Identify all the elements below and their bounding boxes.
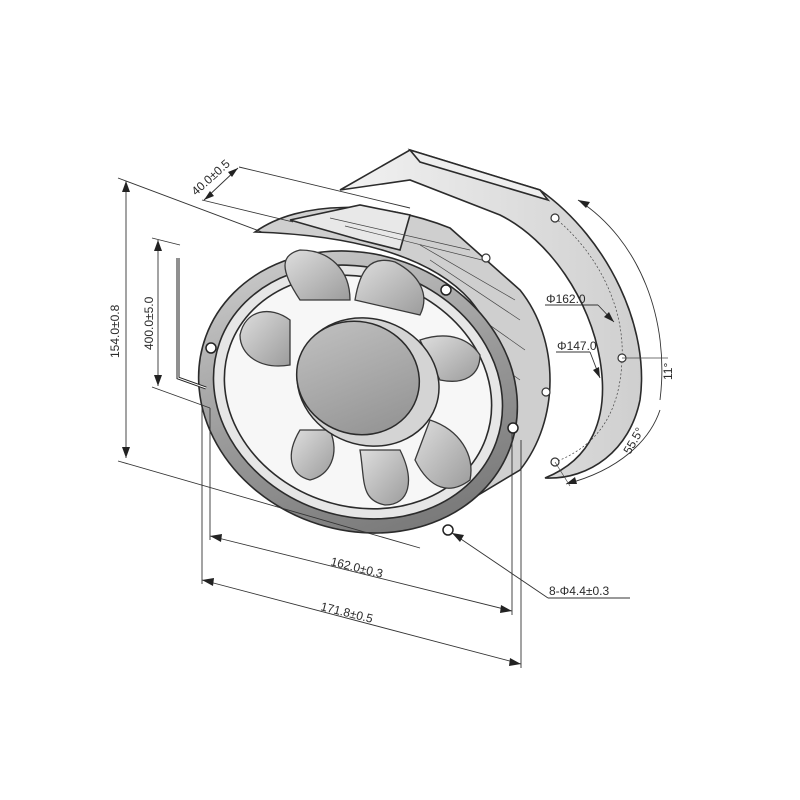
fan-blade [290, 429, 335, 481]
dim-holes: 8-Φ4.4±0.3 [451, 532, 630, 599]
fan-blade [414, 419, 472, 489]
fan-blade [239, 311, 291, 367]
side-hole [481, 253, 491, 263]
dim-lead-length: 400.0±5.0 [142, 237, 211, 409]
dim-outer-circle: Φ162.0 [545, 292, 615, 323]
mounting-holes [205, 284, 519, 536]
fan-blades [239, 249, 481, 506]
dim-overall-width-label: 171.8±0.5 [319, 599, 374, 626]
mounting-hole [440, 284, 452, 296]
mounting-hole [442, 524, 454, 536]
fan-blade [284, 249, 351, 301]
dim-height: 154.0±0.8 [108, 177, 421, 549]
dim-inner-circle: Φ147.0 [556, 339, 601, 379]
dim-angle-large-label: 11° [661, 363, 675, 380]
dim-outer-circle-label: Φ162.0 [546, 292, 586, 306]
mounting-hole [205, 342, 217, 354]
rear-flange [339, 148, 643, 479]
side-hole [541, 387, 551, 397]
flange-hole [550, 213, 560, 223]
fan-hub [295, 317, 440, 447]
dim-depth-label: 40.0±0.5 [189, 156, 233, 198]
dim-inner-circle-label: Φ147.0 [557, 339, 597, 353]
dim-holes-label: 8-Φ4.4±0.3 [549, 584, 610, 598]
fan-blade [354, 259, 425, 316]
fan-blade [359, 449, 410, 506]
dim-hole-pitch-label: 162.0±0.3 [329, 554, 384, 581]
dim-lead-length-label: 400.0±5.0 [142, 296, 156, 350]
mounting-hole [507, 422, 519, 434]
fan-body [176, 148, 643, 536]
dim-height-label: 154.0±0.8 [108, 304, 122, 358]
